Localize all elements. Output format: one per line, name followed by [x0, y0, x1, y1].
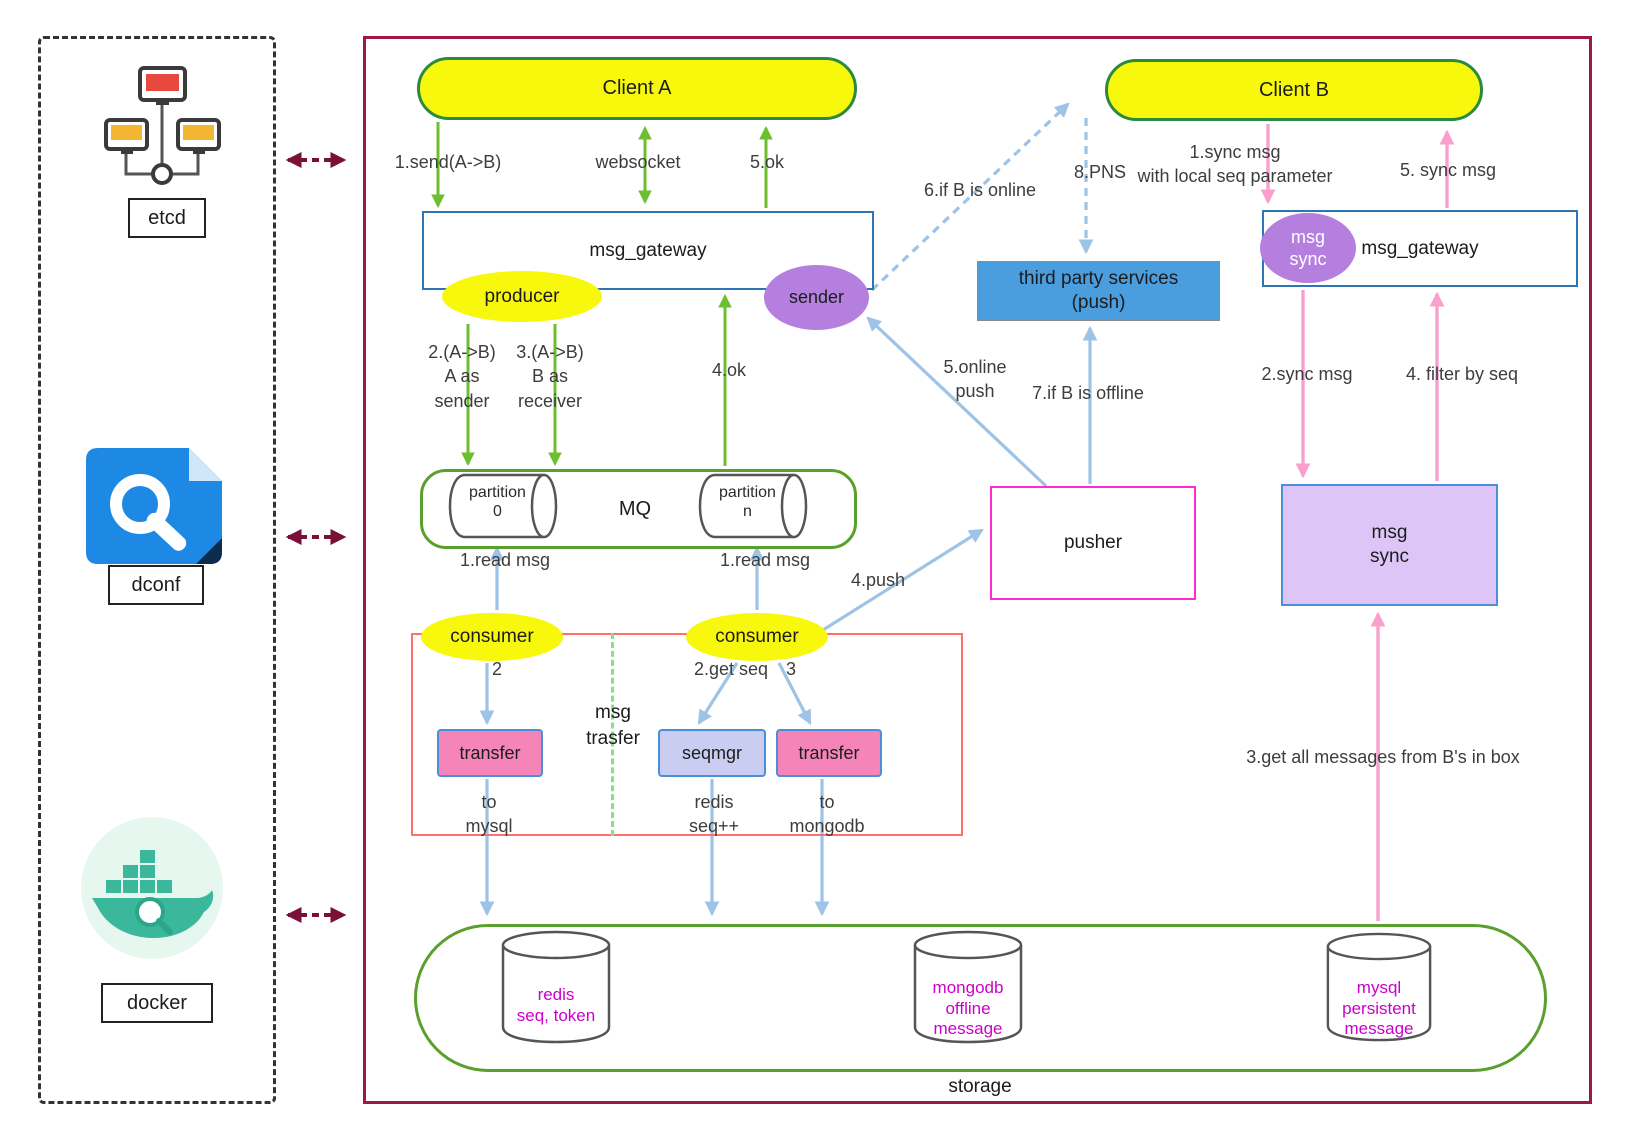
docker-label: docker: [101, 983, 213, 1023]
client-b-node: Client B: [1105, 59, 1483, 121]
seqmgr-node: seqmgr: [658, 729, 766, 777]
label-sync-msg-1: 1.sync msg with local seq parameter: [1137, 142, 1333, 187]
transfer-left-node: transfer: [437, 729, 543, 777]
label-read-msg-left: 1.read msg: [459, 550, 551, 570]
msg-trasfer-label: msg trasfer: [586, 702, 640, 749]
consumer-left-node: consumer: [421, 613, 563, 661]
producer-node: producer: [442, 271, 602, 322]
transfer-right-node: transfer: [776, 729, 882, 777]
label-redis-seq-inc: redis seq++: [688, 792, 740, 837]
client-a-node: Client A: [417, 57, 857, 120]
mysql-db-label: mysql persistent message: [1342, 978, 1416, 1039]
third-party-services-node: third party services (push): [977, 261, 1220, 321]
partition-0-cylinder: [448, 473, 558, 539]
label-b-as-receiver: 3.(A->B) B as receiver: [516, 342, 584, 411]
label-sync-msg-2: 2.sync msg: [1261, 364, 1353, 384]
docker-icon: [81, 817, 223, 959]
label-to-mongodb: to mongodb: [789, 792, 865, 837]
msg-trasfer-divider: [611, 633, 614, 836]
etcd-label: etcd: [128, 198, 206, 238]
label-if-b-offline: 7.if B is offline: [1032, 383, 1144, 403]
redis-db-cylinder: [501, 930, 611, 1044]
mq-label: MQ: [618, 498, 652, 520]
label-a-as-sender: 2.(A->B) A as sender: [428, 342, 496, 411]
mongodb-db-cylinder: [913, 930, 1023, 1044]
etcd-icon: [104, 66, 221, 185]
label-to-mysql: to mysql: [465, 792, 513, 837]
dconf-icon: [86, 448, 222, 564]
pusher-node: pusher: [990, 486, 1196, 600]
label-step2: 2: [491, 659, 502, 679]
redis-db-label: redis seq, token: [516, 985, 596, 1025]
label-ok4: 4.ok: [711, 360, 747, 380]
consumer-right-node: consumer: [686, 613, 828, 661]
msg-sync-box-node: msg sync: [1281, 484, 1498, 606]
storage-label: storage: [948, 1076, 1012, 1097]
label-step3: 3: [785, 659, 796, 679]
msg-sync-ellipse-node: msg sync: [1260, 213, 1356, 283]
label-push4: 4.push: [850, 570, 906, 590]
label-sync-msg-5: 5. sync msg: [1399, 160, 1497, 180]
partition-0-label: partition 0: [469, 484, 526, 521]
label-websocket: websocket: [595, 152, 681, 172]
label-get-all-messages: 3.get all messages from B's in box: [1246, 747, 1520, 767]
partition-n-label: partition n: [719, 484, 776, 521]
partition-n-cylinder: [698, 473, 808, 539]
label-ok5: 5.ok: [749, 152, 785, 172]
label-filter-by-seq: 4. filter by seq: [1405, 364, 1519, 384]
label-send-ab: 1.send(A->B): [394, 152, 502, 172]
mongodb-db-label: mongodb offline message: [932, 978, 1004, 1039]
sender-node: sender: [764, 265, 869, 330]
mysql-db-cylinder: [1326, 932, 1432, 1042]
dconf-label: dconf: [108, 565, 204, 605]
